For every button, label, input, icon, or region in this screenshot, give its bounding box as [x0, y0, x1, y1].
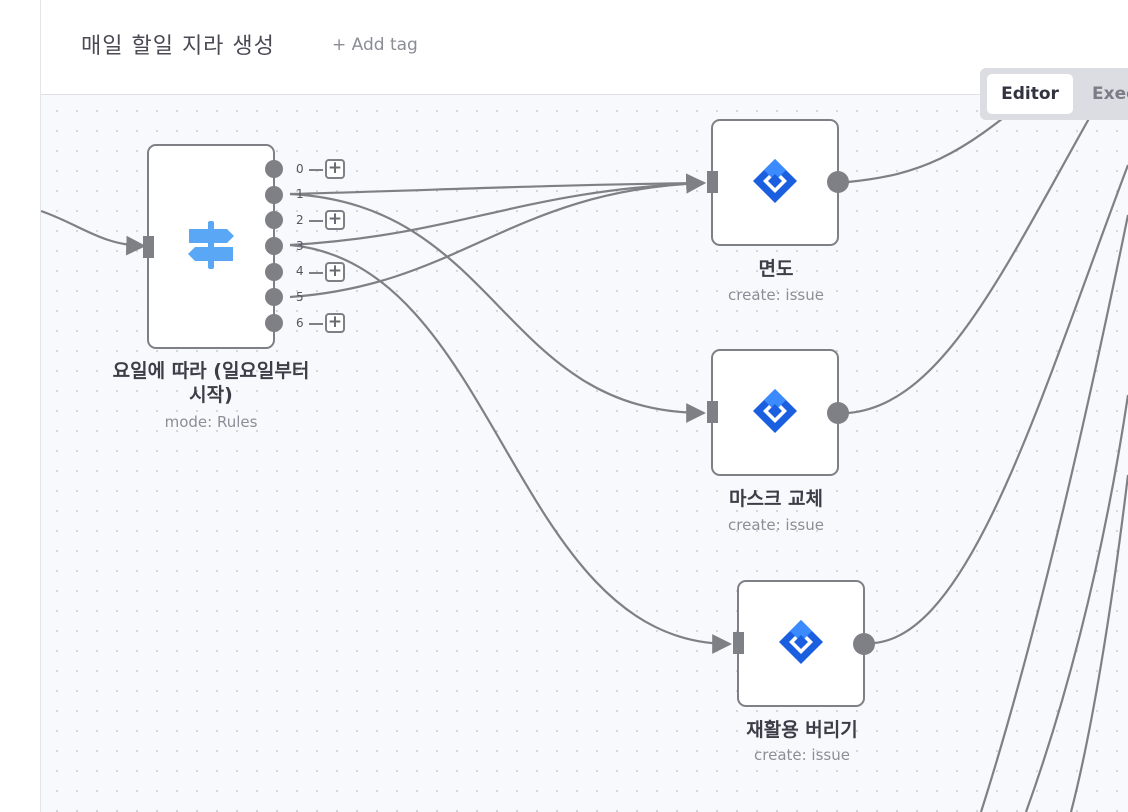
shaving-node-label: 면도: [758, 258, 794, 280]
workflow-canvas[interactable]: 0 + 1 2 + 3 4 + 5 6 + 요일에 따라 (일요일부터 시작) …: [41, 95, 1128, 812]
edge-out1-mask: [289, 192, 706, 423]
jira-icon: [751, 387, 799, 439]
port-stub-4: [309, 272, 323, 274]
edge-long-1: [979, 214, 1128, 812]
mask-node-label: 마스크 교체: [728, 488, 823, 510]
mask-input-handle[interactable]: [707, 401, 718, 423]
output-port-6[interactable]: [265, 314, 283, 332]
switch-node[interactable]: [147, 144, 275, 349]
port-stub-0: [309, 169, 323, 171]
output-port-2[interactable]: [265, 211, 283, 229]
port-stub-2: [309, 220, 323, 222]
output-port-3[interactable]: [265, 237, 283, 255]
output-port-5[interactable]: [265, 288, 283, 306]
output-label-0: 0: [296, 162, 304, 176]
shaving-node-subtitle: create: issue: [728, 286, 824, 304]
switch-input-handle[interactable]: [143, 236, 154, 258]
edge-out3-recycle: [289, 243, 732, 654]
output-port-0[interactable]: [265, 160, 283, 178]
edge-out5-shaving: [289, 173, 706, 299]
recycle-node-label: 재활용 버리기: [746, 719, 858, 741]
output-label-5: 5: [296, 290, 304, 304]
switch-node-label: 요일에 따라 (일요일부터 시작): [81, 359, 341, 407]
output-port-4[interactable]: [265, 263, 283, 281]
jira-node-recycle[interactable]: [737, 580, 865, 707]
mask-output-handle[interactable]: [827, 402, 849, 424]
jira-icon: [751, 157, 799, 209]
recycle-node-subtitle: create: issue: [754, 746, 850, 764]
signpost-icon: [185, 219, 237, 275]
edge-recycle-out: [873, 164, 1128, 645]
port-stub-6: [309, 323, 323, 325]
view-tabs: Editor Exec: [980, 68, 1128, 120]
add-node-button-2[interactable]: +: [325, 210, 345, 230]
mask-node-subtitle: create: issue: [728, 516, 824, 534]
switch-node-label-line1: 요일에 따라 (일요일부터: [112, 360, 310, 382]
switch-node-label-line2: 시작): [189, 384, 233, 406]
edge-long-2: [1024, 394, 1128, 812]
edge-incoming-switch: [41, 209, 146, 256]
tab-executions[interactable]: Exec: [1092, 84, 1128, 104]
edge-out3-shaving: [289, 173, 706, 247]
output-label-4: 4: [296, 264, 304, 278]
output-label-1: 1: [296, 187, 304, 201]
output-label-2: 2: [296, 213, 304, 227]
add-node-button-6[interactable]: +: [325, 313, 345, 333]
workflow-header: 매일 할일 지라 생성 + Add tag: [41, 0, 1128, 95]
edge-mask-out: [847, 114, 1092, 415]
switch-node-subtitle: mode: Rules: [164, 413, 258, 431]
recycle-input-handle[interactable]: [733, 632, 744, 654]
jira-icon: [777, 618, 825, 670]
output-label-3: 3: [296, 239, 304, 253]
add-tag-button[interactable]: + Add tag: [332, 35, 418, 55]
jira-node-shaving[interactable]: [711, 119, 839, 246]
tab-editor[interactable]: Editor: [987, 74, 1073, 114]
add-node-button-4[interactable]: +: [325, 262, 345, 282]
shaving-input-handle[interactable]: [707, 171, 718, 193]
edge-long-3: [1069, 474, 1128, 812]
shaving-output-handle[interactable]: [827, 171, 849, 193]
workflow-title[interactable]: 매일 할일 지라 생성: [81, 34, 275, 59]
connection-lines: [41, 95, 1128, 812]
left-sidebar-strip: [0, 0, 41, 812]
recycle-output-handle[interactable]: [853, 633, 875, 655]
output-label-6: 6: [296, 316, 304, 330]
add-node-button-0[interactable]: +: [325, 159, 345, 179]
edge-out1-shaving: [289, 173, 706, 196]
jira-node-mask[interactable]: [711, 349, 839, 476]
output-port-1[interactable]: [265, 186, 283, 204]
